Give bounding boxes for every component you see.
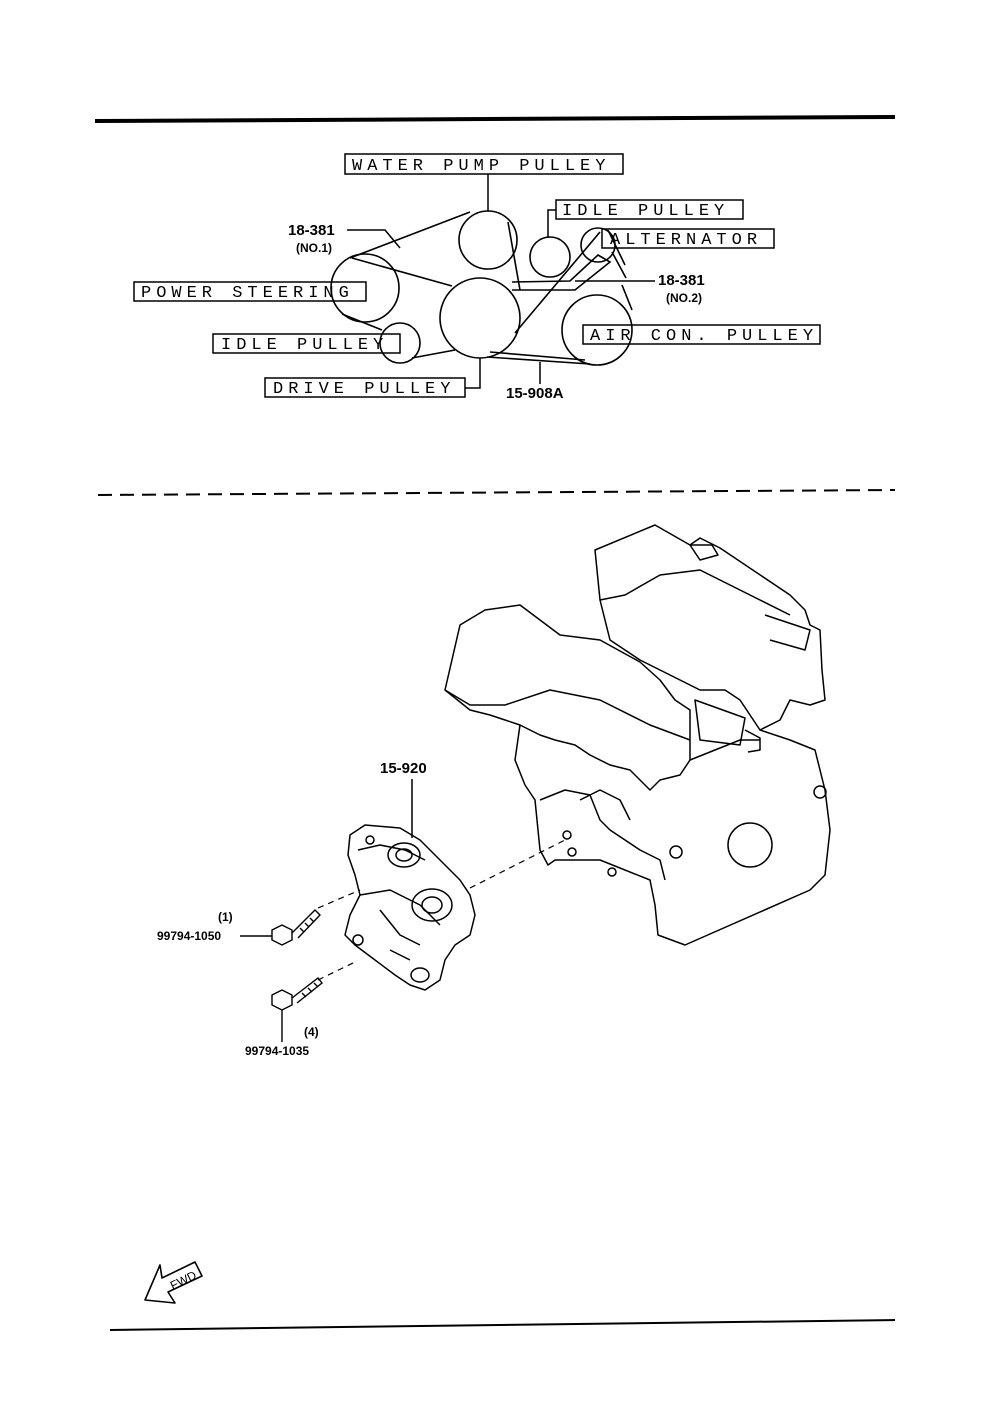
bolt-b-qty: (4) <box>304 1025 319 1039</box>
belt-drive-number: 15-908A <box>506 385 564 402</box>
belt-no2-sub: (NO.2) <box>666 291 702 305</box>
label-drive-pulley: DRIVE PULLEY <box>264 358 481 399</box>
alignment-lines <box>317 839 566 981</box>
fwd-arrow-icon: FWD <box>144 1261 203 1304</box>
svg-text:ALTERNATOR: ALTERNATOR <box>610 231 762 250</box>
idle-pulley-left <box>379 322 421 364</box>
label-idle-pulley-left: IDLE PULLEY <box>212 333 401 355</box>
svg-text:IDLE PULLEY: IDLE PULLEY <box>562 202 729 221</box>
belt-drive <box>486 229 626 365</box>
air-con-pulley <box>561 294 633 366</box>
svg-text:POWER STEERING: POWER STEERING <box>141 284 354 303</box>
svg-text:DRIVE PULLEY: DRIVE PULLEY <box>273 380 455 399</box>
belt-no2-number: 18-381 <box>658 272 705 289</box>
label-water-pump-pulley: WATER PUMP PULLEY <box>344 153 624 211</box>
label-alternator: ALTERNATOR <box>601 228 775 250</box>
engine-illustration <box>444 524 831 946</box>
belt-no1-number: 18-381 <box>288 222 335 239</box>
belt-no1 <box>341 211 521 359</box>
section-divider <box>97 489 896 496</box>
belt-layout <box>330 210 633 366</box>
top-rule <box>94 115 896 123</box>
bottom-rule <box>109 1319 896 1331</box>
drive-pulley <box>439 277 521 359</box>
label-air-con-pulley: AIR CON. PULLEY <box>582 324 821 346</box>
power-steering-pulley <box>330 253 400 323</box>
label-power-steering: POWER STEERING <box>133 281 367 303</box>
bolt-a-number: 99794-1050 <box>157 929 221 943</box>
label-idle-pulley-top: IDLE PULLEY <box>547 199 744 238</box>
bracket-15-920 <box>344 824 476 991</box>
bolt-99794-1035 <box>271 977 323 1011</box>
bolt-b-number: 99794-1035 <box>245 1044 309 1058</box>
bolt-a-qty: (1) <box>218 910 233 924</box>
belt-no2 <box>511 254 612 291</box>
svg-text:WATER PUMP PULLEY: WATER PUMP PULLEY <box>352 157 610 176</box>
belt-no1-sub: (NO.1) <box>296 241 332 255</box>
water-pump-pulley <box>458 210 518 270</box>
idle-pulley-top <box>529 236 571 278</box>
bracket-number: 15-920 <box>380 760 427 777</box>
svg-text:AIR CON. PULLEY: AIR CON. PULLEY <box>590 327 818 346</box>
bolt-99794-1050 <box>271 909 321 946</box>
svg-text:IDLE PULLEY: IDLE PULLEY <box>221 336 388 355</box>
